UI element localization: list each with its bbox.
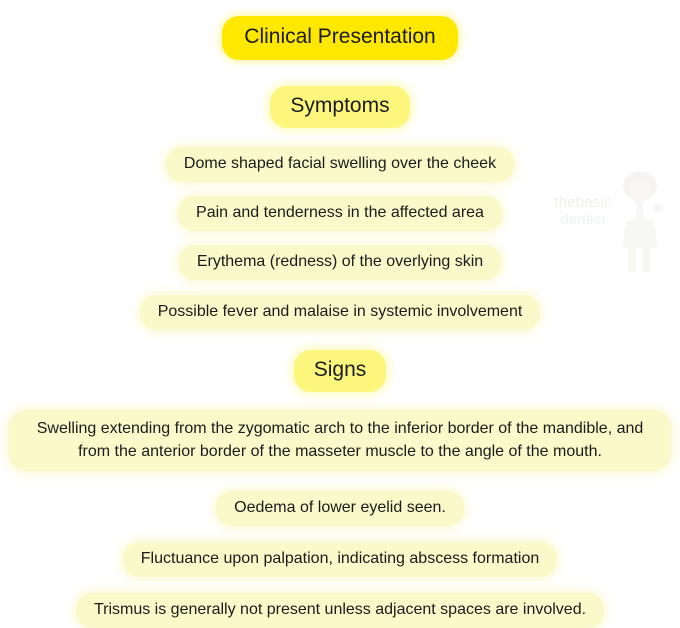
section-heading-signs: Signs [293, 350, 387, 393]
watermark-text: thebasic dentist [528, 194, 638, 229]
list-item: Trismus is generally not present unless … [75, 593, 605, 628]
list-item: Possible fever and malaise in systemic i… [139, 294, 541, 330]
watermark: thebasic dentist [522, 168, 672, 280]
page-title: Clinical Presentation [222, 16, 458, 60]
watermark-line-1: thebasic [554, 194, 612, 211]
watermark-line-2: dentist [560, 211, 606, 229]
list-item: Oedema of lower eyelid seen. [216, 491, 464, 527]
list-item: Dome shaped facial swelling over the che… [165, 146, 515, 182]
section-heading-symptoms: Symptoms [270, 86, 410, 128]
list-item: Erythema (redness) of the overlying skin [178, 245, 502, 281]
list-item: Fluctuance upon palpation, indicating ab… [122, 542, 558, 578]
list-item: Swelling extending from the zygomatic ar… [9, 409, 671, 471]
dentist-figure-icon [622, 171, 663, 272]
list-item: Pain and tenderness in the affected area [178, 196, 502, 232]
